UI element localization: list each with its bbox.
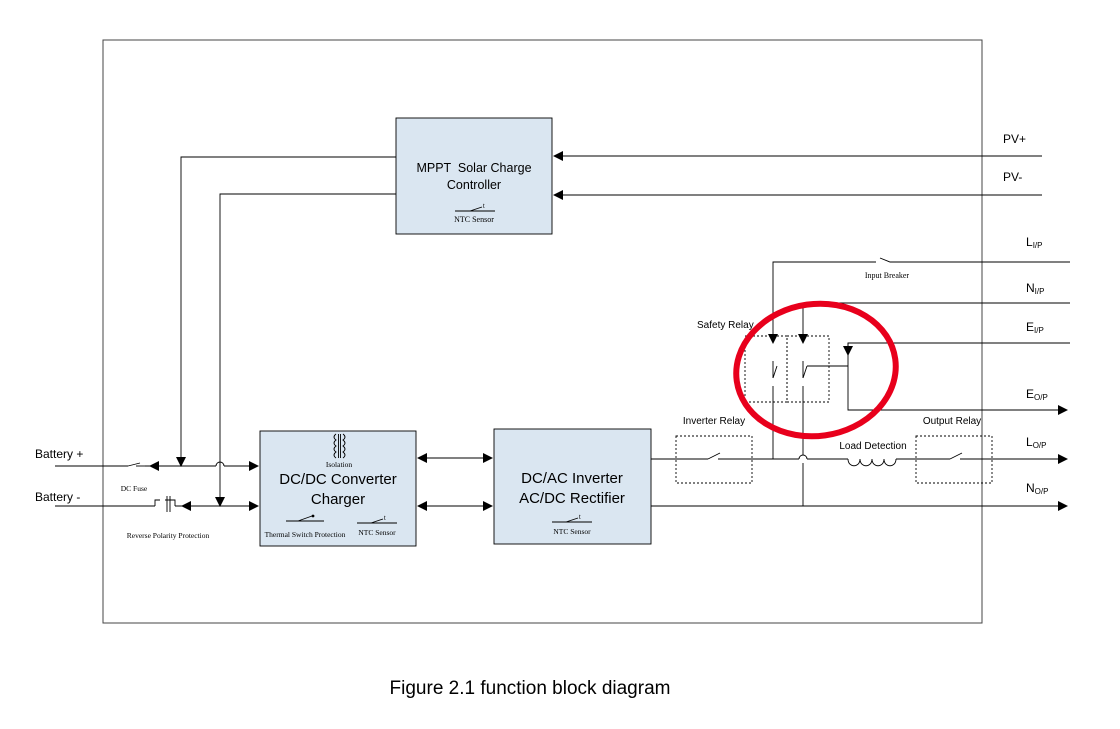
wire-crossover [215, 461, 225, 467]
dcdc-title-line2: Charger [311, 491, 365, 508]
figure-caption: Figure 2.1 function block diagram [389, 678, 671, 699]
dcdc-title-line1: DC/DC Converter [279, 471, 397, 488]
earth-input-label: EI/P [1026, 320, 1044, 335]
ntc-sensor-symbol: t [552, 515, 592, 523]
thermal-switch-symbol [286, 514, 324, 522]
ntc-sensor-symbol: t [357, 516, 397, 524]
line-output-label: LO/P [1026, 435, 1046, 450]
inverter-title-line2: AC/DC Rectifier [519, 490, 625, 507]
earth-output-label: EO/P [1026, 387, 1048, 402]
safety-relay-switches [772, 361, 848, 506]
safety-relay-box-1 [744, 335, 788, 403]
mppt-negative-output [215, 193, 396, 507]
load-detection-label: Load Detection [839, 441, 906, 452]
safety-relay-box-2 [786, 335, 830, 403]
ntc-sensor-symbol: t [455, 204, 495, 212]
pv-minus-label: PV- [1003, 170, 1022, 184]
mppt-ntc-sensor-label: NTC Sensor [454, 215, 494, 224]
dcdc-block: Isolation DC/DC Converter Charger Therma… [259, 430, 417, 547]
neutral-input-label: NI/P [1026, 281, 1044, 296]
dc-fuse-label: DC Fuse [121, 484, 148, 493]
mppt-title-line1: MPPT Solar Charge [416, 161, 531, 175]
svg-text:t: t [384, 516, 386, 522]
inverter-block: DC/AC Inverter AC/DC Rectifier t NTC Sen… [493, 428, 652, 545]
battery-plus-label: Battery + [35, 447, 83, 461]
output-relay-switch [949, 452, 963, 460]
svg-text:t: t [483, 204, 485, 210]
output-relay-label: Output Relay [923, 416, 981, 427]
dc-fuse-symbol [127, 462, 145, 467]
inverter-relay-label: Inverter Relay [683, 416, 745, 427]
dcdc-ntc-sensor-label: NTC Sensor [358, 528, 396, 537]
neutral-output-label: NO/P [1026, 481, 1048, 496]
safety-relay-label: Safety Relay [697, 320, 754, 331]
isolation-label: Isolation [326, 460, 352, 469]
diagram-frame [102, 39, 983, 624]
input-breaker-label: Input Breaker [865, 271, 910, 280]
inverter-ntc-sensor-label: NTC Sensor [553, 527, 591, 536]
pv-plus-label: PV+ [1003, 132, 1026, 146]
svg-text:t: t [579, 515, 581, 521]
earth-input-wire [847, 342, 1070, 415]
thermal-switch-label: Thermal Switch Protection [265, 530, 346, 539]
inverter-relay-switch [707, 452, 721, 460]
highlight-circle [733, 300, 899, 440]
mppt-title-line2: Controller [447, 178, 501, 192]
inverter-relay-box [675, 435, 753, 484]
reverse-polarity-label: Reverse Polarity Protection [127, 531, 210, 540]
inverter-title-line1: DC/AC Inverter [521, 470, 623, 487]
reverse-polarity-symbol [154, 496, 176, 512]
line-input-label: LI/P [1026, 235, 1042, 250]
isolation-transformer-icon [333, 433, 346, 459]
mppt-block: MPPT Solar Charge Controller t NTC Senso… [395, 117, 553, 235]
mppt-positive-output [176, 156, 396, 467]
battery-minus-label: Battery - [35, 490, 80, 504]
load-detection-coil [847, 458, 897, 467]
output-relay-box [915, 435, 993, 484]
